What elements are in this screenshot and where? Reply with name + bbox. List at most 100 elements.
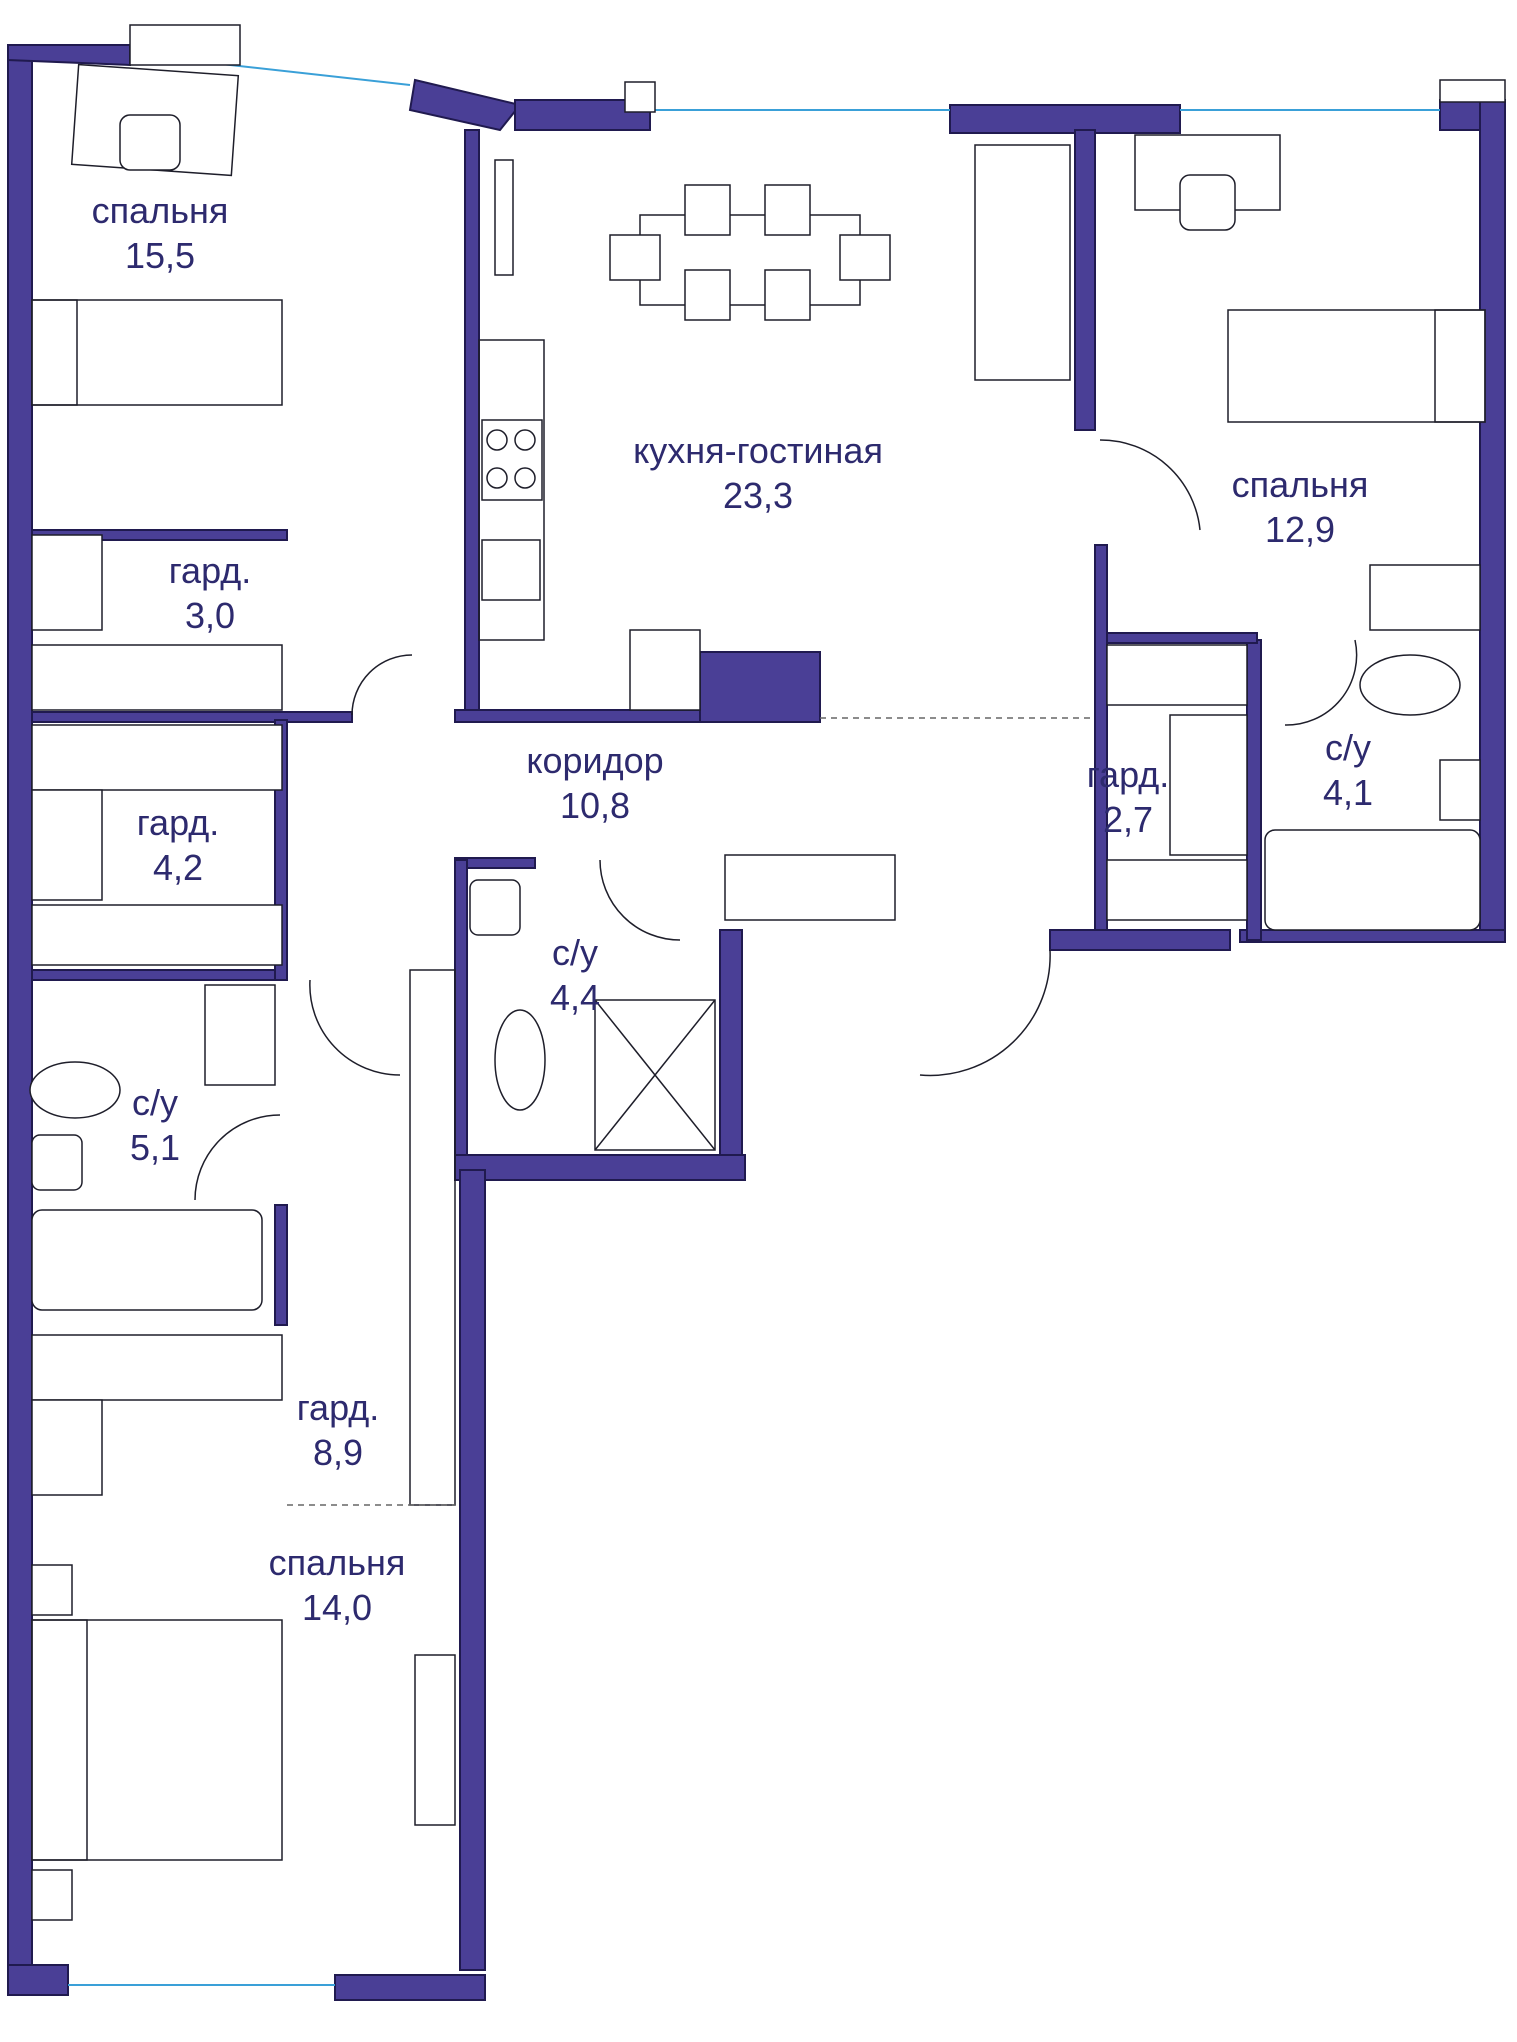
room-name: гард.	[1086, 754, 1170, 795]
sofa-icon	[974, 144, 1071, 381]
chair-icon	[764, 269, 811, 321]
wall-bath-left-right	[274, 1204, 288, 1326]
door-icon	[599, 859, 681, 941]
wall-right-outer	[1479, 99, 1506, 941]
room-area: 3,0	[184, 595, 236, 636]
room-area: 4,4	[549, 977, 601, 1018]
wall-right-wing-bottom-1	[1049, 929, 1231, 951]
wall-right-wing-bottom-2	[1239, 929, 1506, 943]
room-name: с/у	[551, 932, 599, 973]
room-area: 12,9	[1264, 509, 1336, 550]
room-corridor: коридор 10,8	[526, 738, 663, 828]
wall-center-bath-bottom	[454, 1154, 746, 1181]
toilet-icon	[29, 1061, 121, 1119]
fridge-icon	[494, 159, 514, 276]
room-bedroom-bottom: спальня 14,0	[269, 1540, 406, 1630]
furniture	[29, 63, 1486, 1921]
wardrobe-icon	[31, 534, 103, 631]
kitchen-column	[699, 651, 821, 723]
chair-icon	[684, 269, 731, 321]
room-area: 23,3	[722, 475, 794, 516]
wall-bedroom-bottom-right	[459, 1169, 486, 1971]
wall-wardrobe1-bottom	[31, 711, 353, 723]
door-icon	[309, 979, 401, 1076]
wardrobe-icon	[1369, 564, 1481, 631]
chair-icon	[119, 114, 181, 171]
room-kitchen-living: кухня-гостиная 23,3	[633, 428, 883, 518]
nightstand-icon	[31, 1564, 73, 1616]
door-icon	[919, 949, 1051, 1077]
room-name: с/у	[1324, 727, 1372, 768]
room-name: спальня	[91, 190, 229, 231]
bathtub-icon	[31, 1209, 263, 1311]
room-area: 8,9	[312, 1432, 364, 1473]
desk-icon	[1134, 134, 1281, 211]
room-name: гард.	[136, 802, 220, 843]
wardrobe-icon	[31, 1399, 103, 1496]
wall-center-bath-left	[454, 859, 468, 1171]
wardrobe-icon	[31, 644, 283, 711]
door-icon	[1099, 439, 1201, 531]
room-wardrobe-4: гард. 8,9	[297, 1385, 380, 1475]
room-bathroom-left: с/у 5,1	[130, 1080, 180, 1170]
room-bathroom-right: с/у 4,1	[1323, 725, 1373, 815]
wall-top-angle	[408, 78, 522, 132]
toilet-icon	[494, 1009, 546, 1111]
wall-bath-right-left	[1246, 639, 1262, 941]
room-area: 14,0	[301, 1587, 373, 1628]
room-area: 2,7	[1102, 799, 1154, 840]
toilet-icon	[1359, 654, 1461, 716]
dining-table-icon	[639, 214, 861, 306]
wardrobe-icon	[31, 1334, 283, 1401]
wardrobe-icon	[31, 789, 103, 901]
room-area: 4,2	[152, 847, 204, 888]
wardrobe-icon	[1106, 859, 1248, 921]
room-name: с/у	[131, 1082, 179, 1123]
room-name: кухня-гостиная	[633, 430, 883, 471]
chair-icon	[684, 184, 731, 236]
wall-left-outer	[7, 44, 33, 1996]
nightstand-icon	[31, 1869, 73, 1921]
room-wardrobe-1: гард. 3,0	[169, 548, 252, 638]
wardrobe-icon	[31, 904, 283, 966]
room-wardrobe-2: гард. 4,2	[137, 800, 220, 890]
chair-icon	[764, 184, 811, 236]
tv-stand-icon	[414, 1654, 456, 1826]
wall-divider-top	[1074, 129, 1096, 431]
room-name: гард.	[296, 1387, 380, 1428]
windows	[68, 24, 1506, 1986]
sink-icon	[1439, 759, 1481, 821]
wall-divider-bottom	[1094, 544, 1108, 936]
wall-kitchen-left	[464, 129, 480, 711]
door-icon	[194, 1114, 281, 1201]
wardrobe-icon	[1106, 644, 1248, 706]
chair-icon	[1179, 174, 1236, 231]
room-area: 4,1	[1322, 772, 1374, 813]
bed-icon	[31, 299, 283, 406]
cabinet-icon	[204, 984, 276, 1086]
wardrobe-icon	[31, 724, 283, 791]
bed-icon	[1227, 309, 1486, 423]
bed-icon	[31, 1619, 283, 1861]
wardrobe-icon	[724, 854, 896, 921]
door-icon	[351, 654, 413, 716]
wall-wardrobe3-top	[1106, 632, 1258, 644]
wardrobe-icon	[1169, 714, 1248, 856]
corridor-closet	[409, 969, 456, 1506]
sink-icon	[481, 539, 541, 601]
kitchen-counter	[478, 339, 545, 641]
doors	[194, 439, 1358, 1201]
room-name: спальня	[1231, 464, 1369, 505]
wall-bottom-right	[334, 1974, 486, 2001]
zone-separators	[287, 717, 1095, 1506]
wall-top-segment-2	[949, 104, 1181, 134]
room-bedroom-right: спальня 12,9	[1232, 462, 1369, 552]
room-bedroom-top-left: спальня 15,5	[92, 188, 229, 278]
wall-bottom-left	[7, 1964, 69, 1996]
room-name: спальня	[268, 1542, 406, 1583]
bathtub-icon	[1264, 829, 1481, 931]
room-bathroom-center: с/у 4,4	[550, 930, 600, 1020]
wall-bath-left-top	[31, 969, 283, 981]
sink-icon	[469, 879, 521, 936]
